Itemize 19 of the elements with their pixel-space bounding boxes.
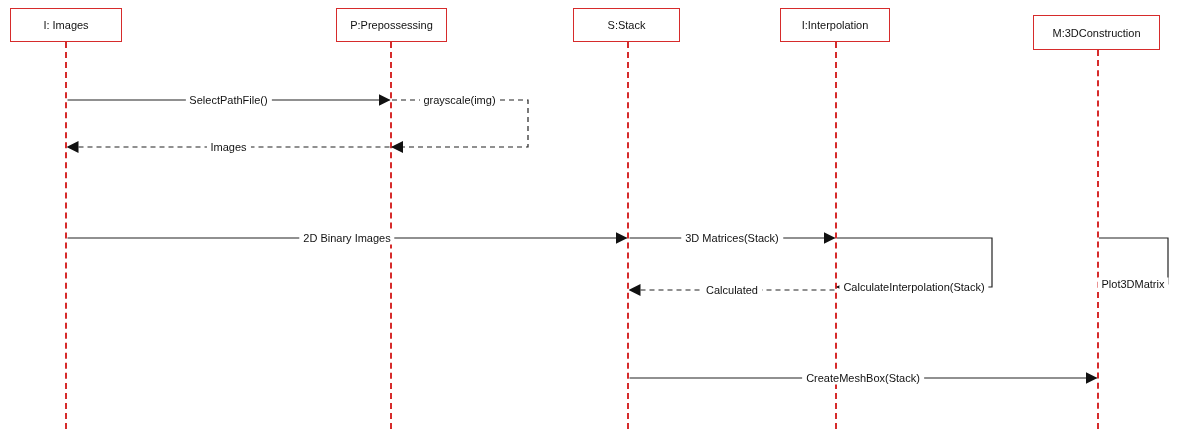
participant-box: S:Stack [573, 8, 680, 42]
message-label: Images [206, 140, 251, 154]
lifeline [1097, 50, 1099, 429]
message-label: Plot3DMatrix [1097, 277, 1169, 291]
message-label: CalculateInterpolation(Stack) [839, 280, 989, 294]
message-label: CreateMeshBox(Stack) [802, 371, 924, 385]
lifeline [835, 42, 837, 429]
message-arrow [66, 232, 628, 244]
message-label: SelectPathFile() [185, 93, 272, 107]
message-label: 3D Matrices(Stack) [681, 231, 783, 245]
message-label: 2D Binary Images [299, 231, 395, 245]
participant-box: M:3DConstruction [1033, 15, 1160, 50]
participant-box: I: Images [10, 8, 122, 42]
lifeline [65, 42, 67, 429]
participant-box: P:Prepossessing [336, 8, 447, 42]
lifeline [627, 42, 629, 429]
participant-box: I:Interpolation [780, 8, 890, 42]
message-arrow [66, 141, 391, 153]
message-label: Calculated [702, 283, 762, 297]
